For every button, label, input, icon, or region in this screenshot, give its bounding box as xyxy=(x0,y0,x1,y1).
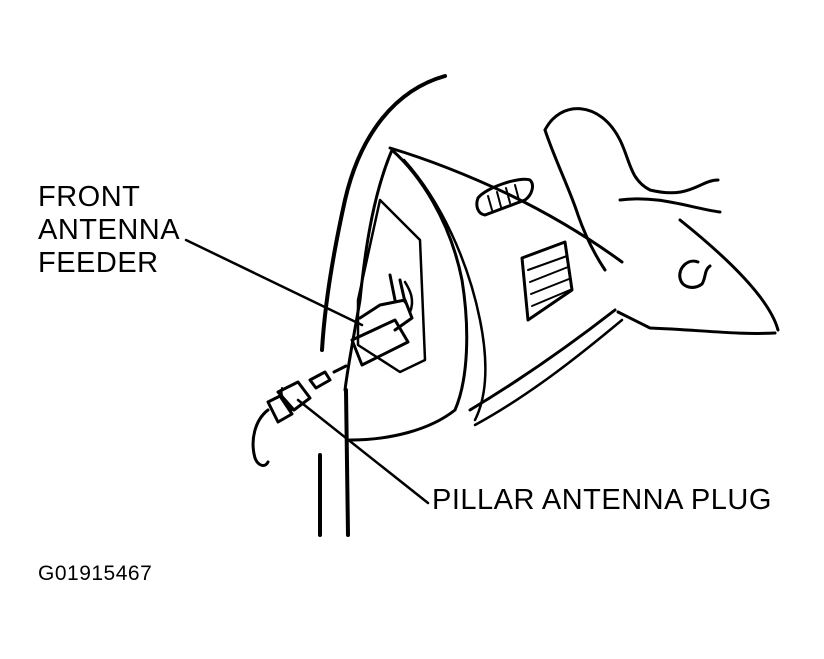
figure-id: G01915467 xyxy=(38,562,153,585)
defroster-vent-slat-4 xyxy=(514,184,520,201)
panel-upper-contour xyxy=(543,107,720,195)
dashboard-lower-sweep-2 xyxy=(473,318,624,427)
dashboard-right-edge xyxy=(678,218,780,332)
dashboard-top-surface xyxy=(388,146,624,264)
side-vent-slat-4 xyxy=(531,289,571,307)
dashboard-bottom-edge xyxy=(616,310,777,335)
antenna-cable xyxy=(251,408,270,467)
defroster-vent-slat-2 xyxy=(496,191,502,208)
pillar-antenna-plug-label: PILLAR ANTENNA PLUG xyxy=(432,484,772,516)
lower-pillar-line-right xyxy=(344,388,350,537)
panel-knob xyxy=(678,259,712,289)
front-antenna-feeder-label-line-1: FRONT xyxy=(38,181,141,213)
defroster-vent-slat-3 xyxy=(505,187,511,204)
feeder-cable xyxy=(403,280,414,314)
dashboard-outer-curve xyxy=(348,148,469,442)
side-vent-outline xyxy=(520,240,574,322)
side-vent-slat-3 xyxy=(530,278,570,295)
front-antenna-feeder-label-line-3: FEEDER xyxy=(38,247,159,279)
plug-boot xyxy=(266,394,294,424)
dashboard-ridge-right xyxy=(618,197,722,214)
leader-line-plug xyxy=(296,398,430,505)
feeder-connector-lead xyxy=(388,273,407,304)
defroster-vent-slat-1 xyxy=(487,195,493,211)
side-vent-slat-1 xyxy=(527,255,568,271)
front-antenna-feeder-label: FRONT ANTENNA FEEDER xyxy=(38,181,180,280)
leader-line-feeder xyxy=(184,238,364,327)
dashboard-lower-sweep xyxy=(468,308,617,412)
plug-tip xyxy=(308,370,332,390)
plug-body xyxy=(276,380,312,412)
feeder-connector-body xyxy=(350,318,410,367)
dashboard-inner-curve xyxy=(402,158,487,422)
front-antenna-feeder-label-line-2: ANTENNA xyxy=(38,214,181,246)
a-pillar-outer-edge xyxy=(320,74,447,352)
trim-cavity xyxy=(356,198,427,374)
side-vent-slat-2 xyxy=(529,266,569,283)
defroster-vent-outline xyxy=(475,177,534,217)
panel-side-contour xyxy=(543,128,607,272)
connection-dashes xyxy=(332,364,348,374)
